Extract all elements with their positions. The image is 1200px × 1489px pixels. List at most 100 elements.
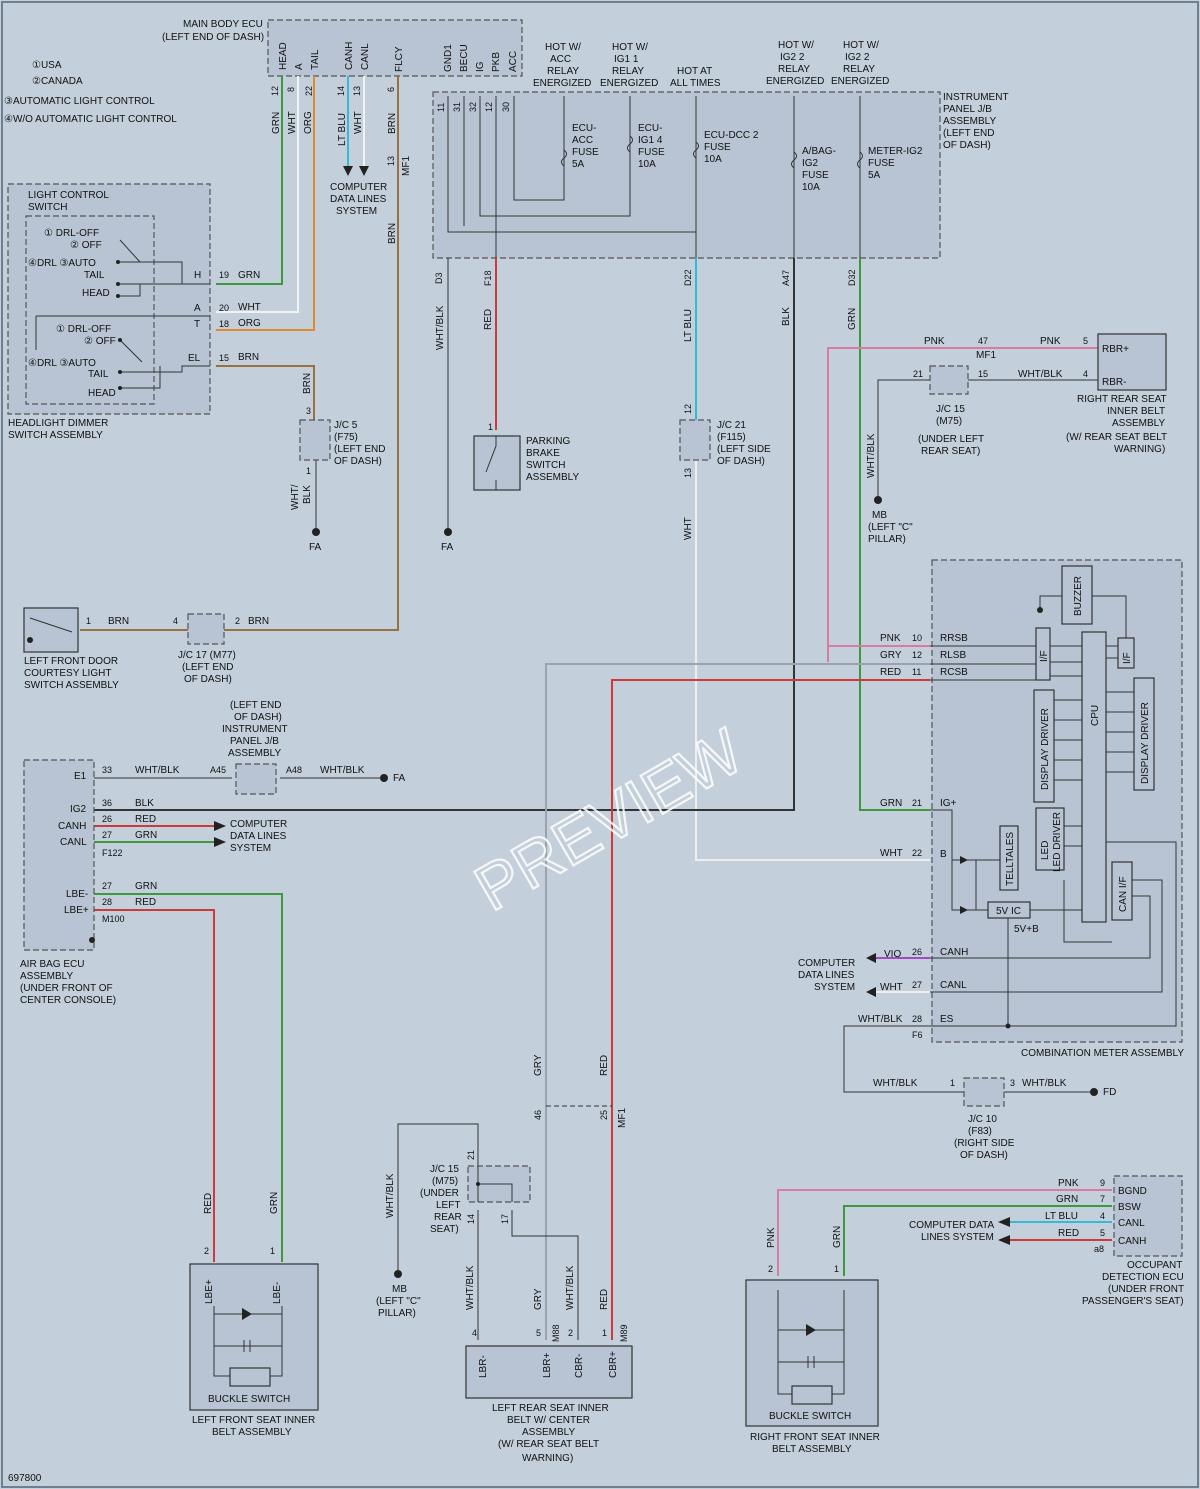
occ-pin-7: 7	[1100, 1194, 1105, 1204]
lc-pin-20: 20	[219, 303, 229, 313]
jc17-label-2: (LEFT END	[182, 662, 234, 673]
legend-no-auto: ④W/O AUTOMATIC LIGHT CONTROL	[4, 114, 177, 125]
relay-ig2a-1: HOT W/	[778, 40, 814, 51]
door-label-2: COURTESY LIGHT	[24, 668, 111, 679]
ab-term-e1: E1	[74, 771, 87, 782]
ground-fa-2: FA	[441, 542, 454, 553]
relay-ig2b-3: RELAY	[843, 64, 875, 75]
mb-low-3: PILLAR)	[378, 1308, 416, 1319]
ground-fa-3: FA	[393, 773, 406, 784]
wire-head-grn	[216, 76, 283, 285]
lbl-wht-split: WHT/	[290, 484, 301, 510]
jc17-label-1: J/C 17 (M77)	[178, 650, 236, 661]
ipjb-label-4: (LEFT END	[943, 128, 995, 139]
fuse-dcc-1: ECU-DCC 2	[704, 130, 759, 141]
headlight-dimmer-switch: LIGHT CONTROL SWITCH ① DRL-OFF ② OFF ④DR…	[7, 183, 229, 441]
lbl-mf1-2: MF1	[617, 1108, 628, 1128]
airbag-ecu: E1 IG2 CANH CANL LBE- LBE+ 36 26 27 27 2…	[20, 759, 287, 1006]
jc17-pin-2: 2	[235, 616, 240, 626]
lc-term-h: H	[194, 270, 201, 281]
ground-icon	[312, 528, 320, 536]
lbl-whtblk-cbr: WHT/BLK	[565, 1265, 576, 1310]
arrow-left-icon	[866, 987, 876, 997]
occ-term-bsw: BSW	[1118, 1202, 1141, 1213]
relay-ig2a-2: IG2 2	[780, 52, 805, 63]
ipjb2-pin-a48: A48	[286, 765, 302, 775]
wire-ig-grn	[859, 258, 930, 811]
cm-5v-ic: 5V IC	[996, 906, 1021, 917]
pb-label-3: SWITCH	[526, 460, 565, 471]
lc-assembly-2: SWITCH ASSEMBLY	[8, 430, 103, 441]
left-rear-seat-belt: 4 5 2 1 M88 M89 LBR- LBR+ CBR- CBR+ LEFT…	[465, 1324, 633, 1464]
jc21-pin-13: 13	[683, 468, 693, 478]
lbl-whtblk-mb2: WHT/BLK	[385, 1173, 396, 1218]
lc-pos-auto: ④DRL ③AUTO	[28, 258, 96, 269]
lbl-pnk-occ: PNK	[1058, 1178, 1079, 1189]
ground-icon	[1090, 1088, 1098, 1096]
lbl-brn-jc17: BRN	[248, 616, 269, 627]
lbl-gry-low: GRY	[533, 1054, 544, 1076]
cm-term-ig: IG+	[940, 798, 957, 809]
relay-ig2b-4: ENERGIZED	[831, 76, 889, 87]
ground-icon	[1037, 607, 1043, 613]
door-label-1: LEFT FRONT DOOR	[24, 656, 118, 667]
lc-term-t: T	[194, 319, 200, 330]
door-label-3: SWITCH ASSEMBLY	[24, 680, 119, 691]
rr-label-1: RIGHT REAR SEAT	[1077, 394, 1167, 405]
ipjb-label-3: ASSEMBLY	[943, 116, 996, 127]
lrb-label-4: (W/ REAR SEAT BELT	[498, 1439, 599, 1450]
jc21-label-2: (F115)	[717, 432, 746, 443]
cdl-ab-2: DATA LINES	[230, 831, 287, 842]
cm-pin-12: 12	[912, 650, 922, 660]
ab-pin-36: 36	[102, 798, 112, 808]
lrb-pin-1: 1	[602, 1328, 607, 1338]
cdl-cm-3: SYSTEM	[814, 982, 855, 993]
lbl-whtblk-d3: WHT/BLK	[435, 305, 446, 350]
lrb-conn-m89: M89	[619, 1324, 629, 1342]
ab-label-2: ASSEMBLY	[20, 971, 73, 982]
lf-term-minus: LBE-	[272, 1282, 283, 1304]
wire-rlsb-gry	[545, 663, 930, 1340]
rf-label-2: BELT ASSEMBLY	[772, 1444, 852, 1455]
jc21-label-1: J/C 21	[717, 420, 746, 431]
jb-term-pkb: PKB	[491, 52, 502, 72]
jc5-pin-3: 3	[306, 406, 311, 416]
wire-rbr-whtblk	[877, 379, 1098, 500]
ipjb2-label-3: INSTRUMENT	[222, 724, 288, 735]
jb-term-becu: BECU	[459, 44, 470, 72]
lrb-label-1: LEFT REAR SEAT INNER	[492, 1403, 609, 1414]
lc2-pos-drl-off: ① DRL-OFF	[56, 324, 111, 335]
occ-term-canl: CANL	[1118, 1218, 1145, 1229]
main-body-ecu-label-1: MAIN BODY ECU	[183, 19, 263, 30]
lc-pin-15: 15	[219, 353, 229, 363]
diode-icon	[960, 856, 968, 864]
wire-tail-org	[216, 76, 315, 331]
cm-term-canh: CANH	[940, 947, 968, 958]
occ-label-4: PASSENGER'S SEAT)	[1082, 1296, 1184, 1307]
switch-icon	[29, 617, 73, 633]
ab-conn-m100: M100	[102, 914, 125, 924]
jc21-label-4: OF DASH)	[717, 456, 765, 467]
ab-term-lbe-minus: LBE-	[66, 889, 88, 900]
lrb-label-5: WARNING)	[522, 1453, 573, 1464]
lbl-pin-25: 25	[599, 1110, 609, 1120]
cm-term-es: ES	[940, 1014, 954, 1025]
rf-buckle: BUCKLE SWITCH	[769, 1411, 851, 1422]
cdl-ab-1: COMPUTER	[230, 819, 287, 830]
rr-pin-4: 4	[1083, 369, 1088, 379]
fuse-dcc-3: 10A	[704, 154, 722, 165]
jb-term-ig: IG	[475, 61, 486, 72]
lbl-blk-a47: BLK	[781, 307, 792, 326]
jc5-label-4: OF DASH)	[334, 456, 382, 467]
fuse-meter-2: FUSE	[868, 158, 895, 169]
lbl-wht-b: WHT	[880, 848, 903, 859]
jc15l-pin-14: 14	[466, 1214, 476, 1224]
ipjb-label-1: INSTRUMENT	[943, 92, 1009, 103]
wires	[80, 76, 1112, 1340]
jc10-label-4: OF DASH)	[960, 1150, 1008, 1161]
lbl-brn-1: BRN	[387, 113, 398, 134]
rr-mf1: MF1	[976, 350, 996, 361]
relay-acc-1: HOT W/	[545, 42, 581, 53]
relay-ig1-4: ENERGIZED	[600, 78, 658, 89]
diode-icon	[960, 906, 968, 914]
